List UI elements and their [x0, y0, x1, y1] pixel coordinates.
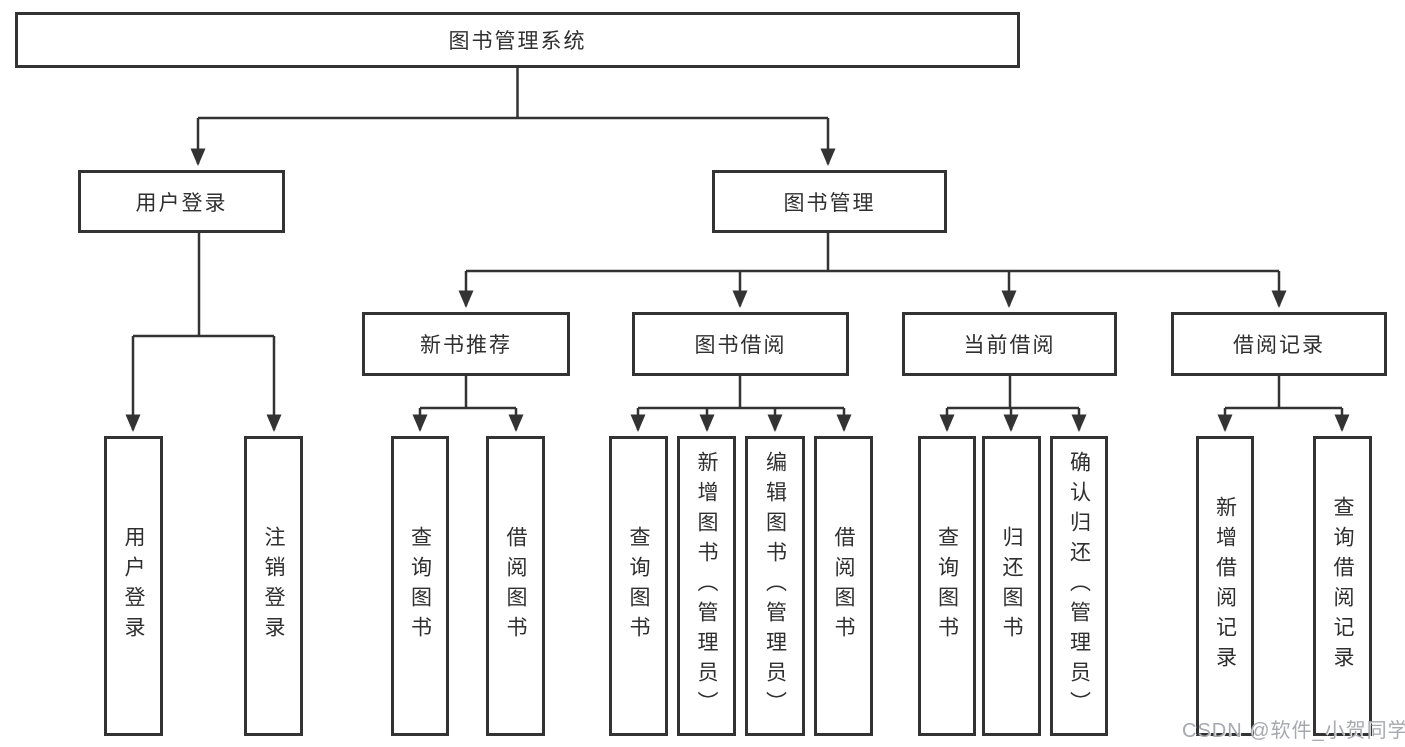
node-current-borrow: 当前借阅 — [902, 312, 1117, 376]
leaf-query-books-c: 查询图书 — [918, 436, 976, 736]
node-root: 图书管理系统 — [15, 12, 1020, 68]
leaf-query-borrow-record: 查询借阅记录 — [1313, 436, 1372, 736]
node-user-login: 用户登录 — [78, 170, 285, 233]
leaf-confirm-return-admin: 确认归还（管理员） — [1050, 436, 1108, 736]
leaf-return-books: 归还图书 — [982, 436, 1041, 736]
leaf-logout: 注销登录 — [244, 436, 303, 736]
leaf-add-books-admin: 新增图书（管理员） — [677, 436, 736, 736]
node-new-book-rec: 新书推荐 — [362, 312, 570, 376]
leaf-query-books-a: 查询图书 — [391, 436, 449, 736]
csdn-watermark: CSDN @软件_小贺同学 — [1182, 720, 1405, 742]
leaf-query-books-b: 查询图书 — [609, 436, 668, 736]
node-borrow-records: 借阅记录 — [1171, 312, 1387, 376]
node-book-borrow: 图书借阅 — [632, 312, 849, 376]
leaf-add-borrow-record: 新增借阅记录 — [1196, 436, 1254, 736]
node-book-mgmt: 图书管理 — [712, 170, 947, 233]
leaf-borrow-books-b: 借阅图书 — [814, 436, 873, 736]
leaf-borrow-books-a: 借阅图书 — [486, 436, 545, 736]
leaf-edit-books-admin: 编辑图书（管理员） — [745, 436, 805, 736]
leaf-user-login: 用户登录 — [104, 436, 163, 736]
